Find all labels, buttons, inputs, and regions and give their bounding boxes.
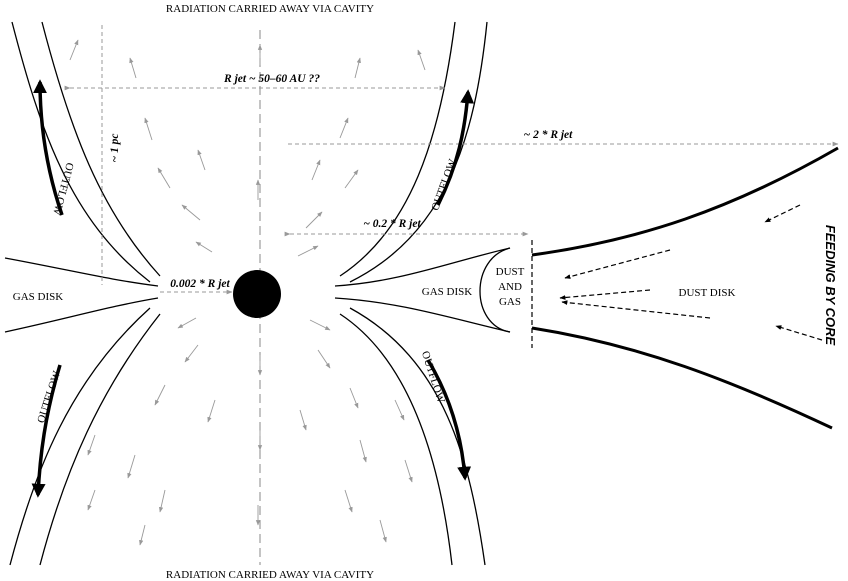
arrow-icon bbox=[195, 241, 213, 253]
dust-disk-label: DUST DISK bbox=[679, 287, 736, 299]
gas-disk-left-label: GAS DISK bbox=[13, 291, 63, 303]
arrow-icon bbox=[354, 57, 361, 79]
point-002-r-jet-label: 0.002 * R jet bbox=[170, 278, 230, 290]
arrow-icon bbox=[349, 387, 359, 409]
arrow-icon bbox=[127, 454, 136, 479]
arrow-icon bbox=[144, 117, 153, 141]
left-wall-inner-top bbox=[41, 21, 161, 277]
gas-disk-right-label: GAS DISK bbox=[422, 286, 472, 298]
feeding-by-core-label: FEEDING BY CORE bbox=[823, 225, 838, 346]
arrow-icon bbox=[33, 79, 64, 216]
arrow-icon bbox=[305, 211, 323, 229]
feeding-arrows bbox=[559, 204, 823, 341]
dust-and-gas-label-3: GAS bbox=[499, 296, 521, 308]
right-gas-disk-bottom bbox=[334, 297, 511, 333]
arrow-icon bbox=[207, 399, 216, 423]
left-wall-inner-bottom bbox=[39, 313, 161, 566]
arrow-icon bbox=[87, 489, 96, 511]
left-wall-outer-bottom bbox=[9, 307, 151, 566]
gas-disks bbox=[4, 247, 511, 333]
arrow-icon bbox=[559, 289, 651, 300]
arrow-icon bbox=[197, 149, 206, 171]
arrow-icon bbox=[344, 169, 359, 189]
arrow-icon bbox=[561, 300, 711, 319]
left-gas-disk-top bbox=[4, 257, 159, 287]
arrow-icon bbox=[69, 39, 79, 61]
black-hole-disc bbox=[233, 270, 281, 318]
arrow-icon bbox=[426, 359, 472, 481]
arrow-icon bbox=[417, 49, 426, 71]
arrow-icon bbox=[309, 319, 331, 331]
outflow-lower-right-label: OUTFLOW bbox=[419, 350, 447, 405]
right-wall-inner-top bbox=[339, 21, 456, 277]
arrow-icon bbox=[311, 159, 321, 181]
outflow-lower-left-label: OUTFLOW bbox=[35, 369, 63, 424]
right-wall-outer-top bbox=[349, 21, 488, 283]
arrow-icon bbox=[359, 439, 367, 463]
top-radiation-label: RADIATION CARRIED AWAY VIA CAVITY bbox=[166, 3, 374, 15]
arrow-icon bbox=[297, 245, 319, 257]
right-gas-disk-top bbox=[334, 247, 511, 287]
dust-and-gas-bulge bbox=[479, 247, 511, 333]
dust-disk bbox=[531, 146, 839, 430]
one-pc-label: ~ 1 pc bbox=[109, 134, 121, 163]
arrow-icon bbox=[299, 409, 307, 431]
r-jet-label: R jet ~ 50–60 AU ?? bbox=[223, 73, 320, 85]
arrow-icon bbox=[184, 344, 199, 363]
arrow-icon bbox=[177, 317, 197, 329]
arrow-icon bbox=[158, 489, 166, 513]
arrow-icon bbox=[317, 349, 331, 369]
arrow-icon bbox=[436, 89, 475, 206]
dust-and-gas-label-1: DUST bbox=[496, 266, 525, 278]
point-two-r-jet-label: ~ 0.2 * R jet bbox=[363, 218, 421, 230]
two-r-jet-label: ~ 2 * R jet bbox=[524, 129, 574, 141]
right-wall-inner-bottom bbox=[339, 313, 453, 566]
bottom-radiation-label: RADIATION CARRIED AWAY VIA CAVITY bbox=[166, 569, 374, 581]
arrow-icon bbox=[31, 364, 62, 498]
outflow-upper-right-label: OUTFLOW bbox=[429, 157, 459, 212]
arrow-icon bbox=[775, 325, 823, 341]
dust-and-gas-label-2: AND bbox=[498, 281, 522, 293]
arrow-icon bbox=[344, 489, 353, 513]
arrow-icon bbox=[181, 204, 201, 221]
arrow-icon bbox=[87, 434, 96, 456]
arrow-icon bbox=[394, 399, 405, 421]
dust-disk-top-edge bbox=[531, 146, 839, 257]
arrow-icon bbox=[764, 204, 801, 223]
arrow-icon bbox=[564, 249, 671, 279]
arrow-icon bbox=[379, 519, 387, 543]
arrow-icon bbox=[404, 459, 413, 483]
arrow-icon bbox=[139, 524, 146, 546]
left-wall-outer-top bbox=[11, 21, 151, 283]
arrow-icon bbox=[154, 384, 166, 406]
left-gas-disk-bottom bbox=[4, 297, 159, 333]
arrow-icon bbox=[157, 167, 171, 189]
outflow-arrows bbox=[31, 79, 475, 498]
radiation-arrows bbox=[69, 39, 426, 546]
arrow-icon bbox=[339, 117, 349, 139]
text-labels: RADIATION CARRIED AWAY VIA CAVITY RADIAT… bbox=[13, 3, 838, 581]
dust-disk-bottom-edge bbox=[531, 326, 833, 430]
arrow-icon bbox=[129, 57, 137, 79]
right-wall-outer-bottom bbox=[349, 307, 486, 566]
